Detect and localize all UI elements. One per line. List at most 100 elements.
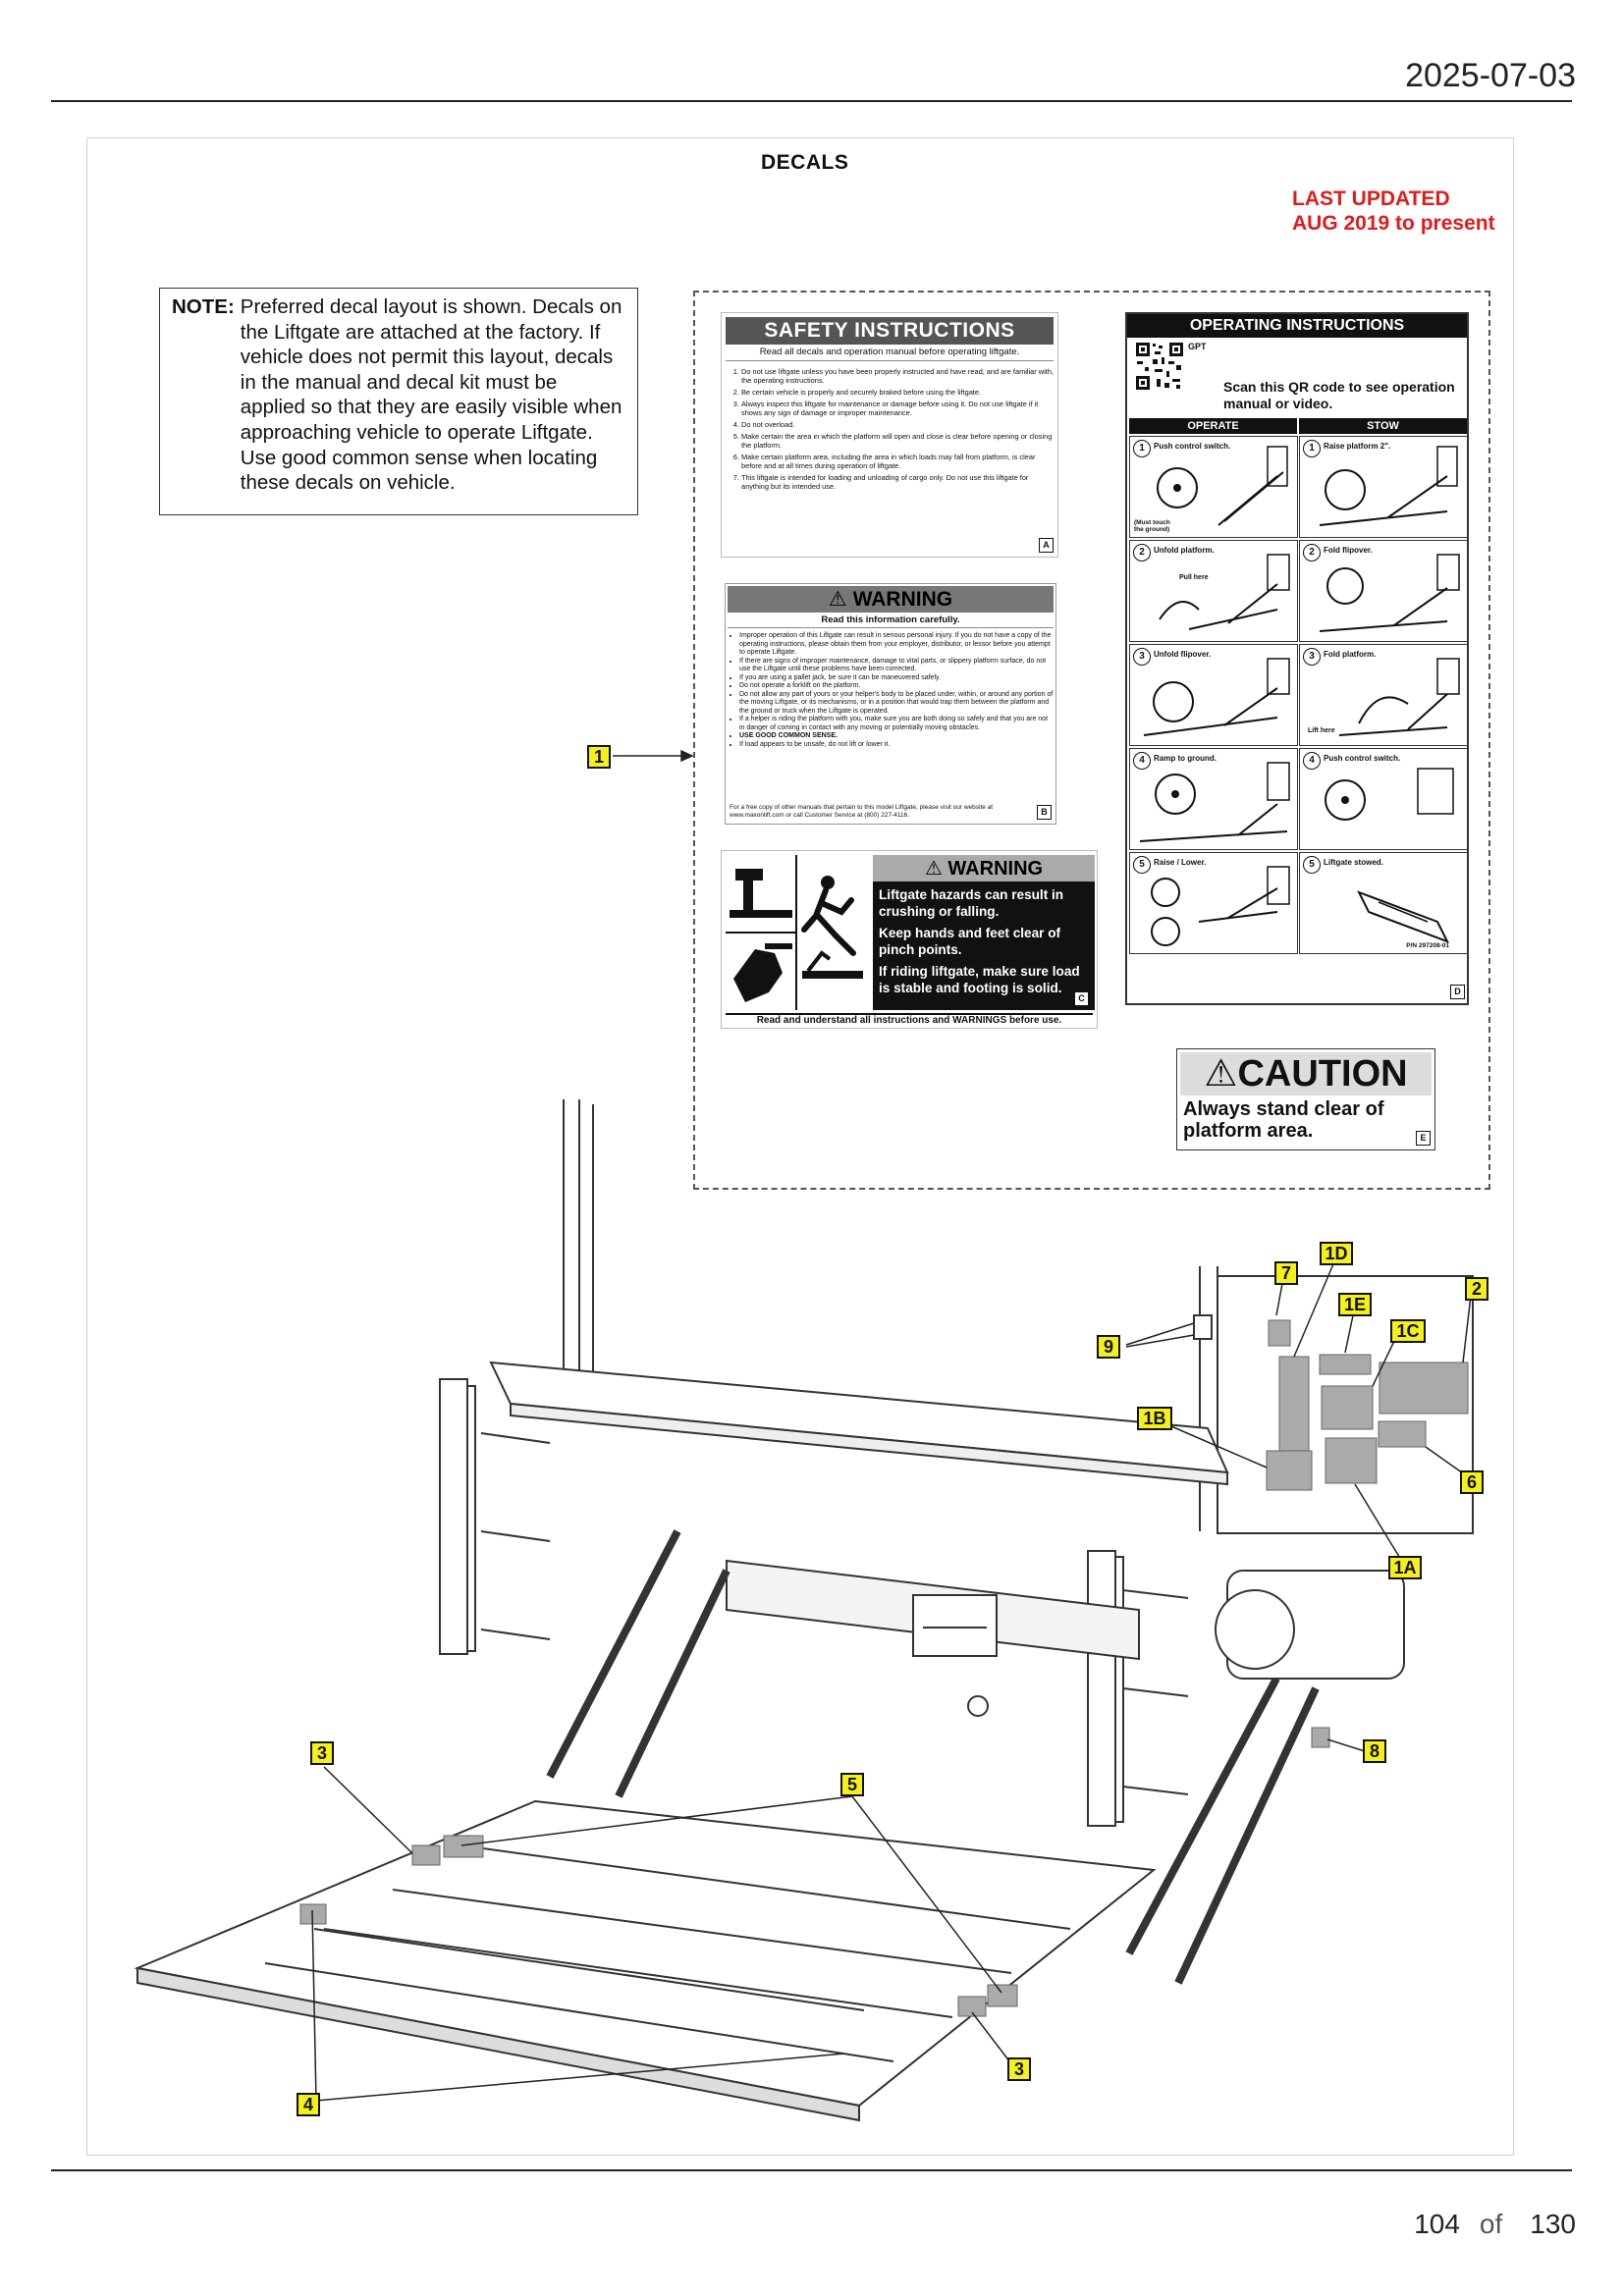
callout-tag: 1A [1388,1556,1422,1579]
callout-tag: 1C [1390,1319,1426,1343]
decal-letter: C [1074,991,1089,1006]
callout-tag: 6 [1460,1470,1484,1494]
last-updated: LAST UPDATED AUG 2019 to present [1292,187,1495,236]
step-label: Push control switch. [1154,442,1231,451]
lift-here-note: Lift here [1308,727,1335,734]
step-number: 2 [1133,544,1151,561]
callout-tag: 4 [297,2093,320,2116]
list-item: Do not overload. [741,420,1054,429]
callout-tag: 5 [840,1773,864,1796]
decal-e-line2: platform area. [1183,1120,1314,1142]
must-touch-note: (Must touch the ground) [1134,519,1170,533]
list-item: Make certain platform area, including th… [741,453,1054,470]
page-title: DECALS [761,151,849,174]
decal-b-list: Improper operation of this Liftgate can … [728,632,1054,749]
stow-step: 3 Fold platform. Lift here [1299,644,1468,746]
decal-caution: ⚠CAUTION Always stand clear of platform … [1176,1048,1435,1150]
step-label: Raise platform 2". [1324,442,1391,451]
page-of: of [1479,2209,1503,2239]
decal-c-line1: Liftgate hazards can result in crushing … [879,887,1064,919]
decal-d-col-operate: OPERATE [1129,418,1297,434]
decal-d-title: OPERATING INSTRUCTIONS [1127,314,1467,338]
decal-warning-text: ⚠ WARNING Read this information carefull… [725,583,1056,825]
step-label: Fold platform. [1324,650,1377,659]
note-box: NOTE: Preferred decal layout is shown. D… [159,288,638,515]
step-label: Unfold flipover. [1154,650,1212,659]
decal-e-line1: Always stand clear of [1183,1098,1384,1120]
decal-d-col-stow: STOW [1299,418,1467,434]
decal-letter: B [1037,805,1052,820]
step-number: 1 [1303,440,1321,457]
operate-step: 4 Ramp to ground. [1129,748,1298,850]
step-number: 4 [1133,752,1151,770]
operate-step: 2 Unfold platform. Pull here [1129,540,1298,642]
decal-b-footnote: For a free copy of other manuals that pe… [730,804,994,819]
callout-tag: 1 [587,745,611,769]
step-label: Fold flipover. [1324,546,1373,555]
operate-step: 5 Raise / Lower. [1129,852,1298,954]
step-label: Push control switch. [1324,754,1401,763]
decal-operating-instructions: OPERATING INSTRUCTIONS GPT Scan this QR … [1125,312,1469,1005]
list-item: Do not use liftgate unless you have been… [741,367,1054,385]
unfold-flipover-icon [1143,658,1290,736]
last-updated-line1: LAST UPDATED [1292,187,1450,210]
date-header: 2025-07-03 [1405,57,1576,94]
decal-a-subtitle: Read all decals and operation manual bef… [726,345,1054,361]
page-total: 130 [1530,2209,1576,2239]
list-item: Be certain vehicle is properly and secur… [741,388,1054,397]
step-label: Ramp to ground. [1154,754,1217,763]
unfold-platform-icon [1159,554,1290,630]
qr-code-icon [1135,342,1184,391]
liftgate-raise-icon [1319,446,1458,526]
switch-icon [1325,768,1454,821]
decal-b-title: ⚠ WARNING [728,586,1054,613]
list-item: If a helper is riding the platform with … [739,716,1054,732]
callout-tag: 1B [1137,1407,1172,1430]
note-text: Preferred decal layout is shown. Decals … [240,295,622,495]
decal-c-text-panel: ⚠ WARNING Liftgate hazards can result in… [873,855,1095,1010]
decal-safety-instructions: SAFETY INSTRUCTIONS Read all decals and … [721,312,1058,558]
step-number: 1 [1133,440,1151,457]
fold-flipover-icon [1319,554,1460,632]
stow-step: 1 Raise platform 2". [1299,436,1468,538]
decal-c-line3: If riding liftgate, make sure load is st… [879,964,1080,995]
list-item: If there are signs of improper maintenan… [739,658,1054,674]
list-item: This liftgate is intended for loading an… [741,473,1054,491]
step-number: 5 [1303,856,1321,874]
raise-lower-icon [1151,866,1290,946]
switch-icon [1157,446,1288,526]
decal-d-scan: Scan this QR code to see operation manua… [1223,379,1455,411]
callout-tag: 7 [1274,1261,1298,1285]
switch-icon [1139,762,1290,842]
callout-tag: 1E [1338,1293,1372,1316]
part-number: P/N 297208-01 [1406,942,1449,949]
decal-kit-outline [693,291,1490,1190]
callout-tag: 3 [1007,2057,1031,2081]
stow-step: 2 Fold flipover. [1299,540,1468,642]
decal-warning-pictogram: ⚠ WARNING Liftgate hazards can result in… [721,850,1098,1029]
list-item: If you are using a pallet jack, be sure … [739,674,1054,683]
list-item: Make certain the area in which the platf… [741,432,1054,450]
liftgate-stowed-icon [1356,890,1450,943]
callout-tag: 1D [1320,1242,1353,1265]
page-number: 104 [1414,2209,1460,2239]
operate-step: 3 Unfold flipover. [1129,644,1298,746]
decal-letter: E [1416,1131,1431,1146]
note-label: NOTE: [172,295,235,318]
list-item: Improper operation of this Liftgate can … [739,632,1054,658]
fold-platform-icon [1338,658,1460,736]
header-rule [51,100,1572,102]
decal-c-line2: Keep hands and feet clear of pinch point… [879,926,1061,957]
decal-e-title: ⚠CAUTION [1180,1052,1432,1095]
list-item: Always inspect this liftgate for mainten… [741,400,1054,417]
decal-c-title: ⚠ WARNING [873,855,1095,881]
operate-step: 1 Push control switch. (Must touch the g… [1129,436,1298,538]
callout-tag: 8 [1363,1739,1386,1763]
step-number: 4 [1303,752,1321,770]
step-number: 2 [1303,544,1321,561]
decal-c-footer: Read and understand all instructions and… [726,1013,1093,1026]
list-item: Do not operate a forklift on the platfor… [739,682,1054,691]
footer-rule [51,2169,1572,2171]
stow-step: 4 Push control switch. [1299,748,1468,850]
decal-a-list: Do not use liftgate unless you have been… [726,367,1054,491]
